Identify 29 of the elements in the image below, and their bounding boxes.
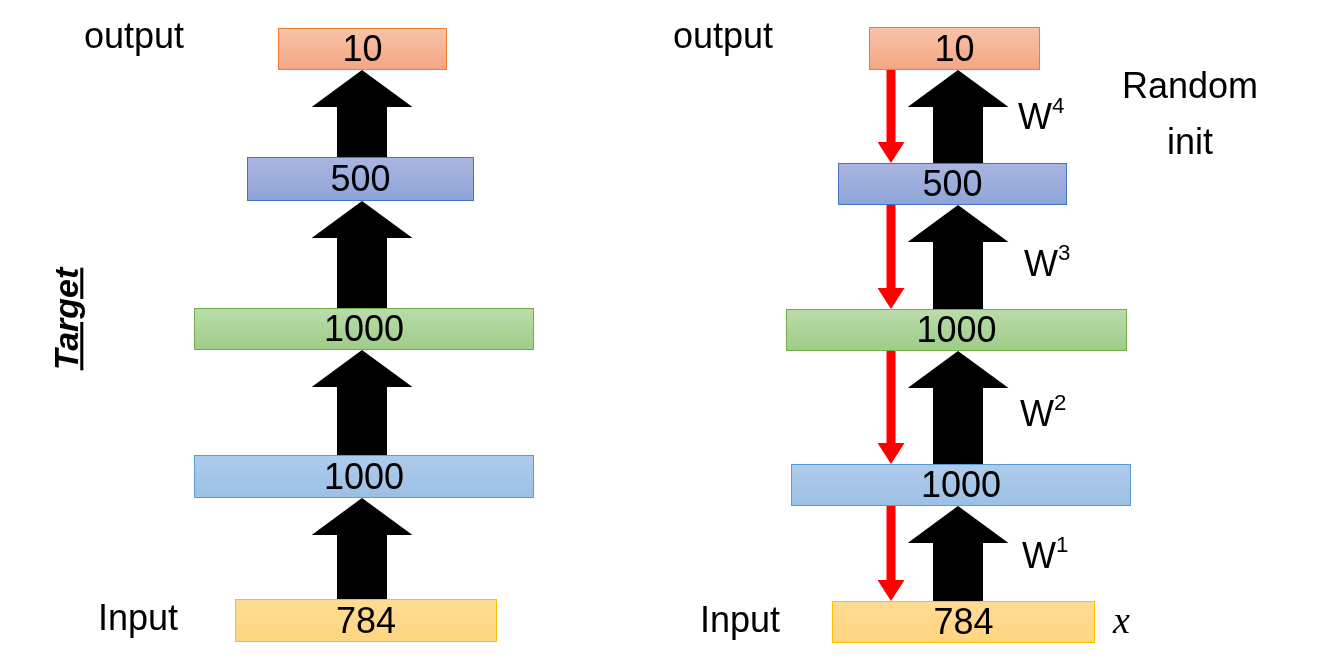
layer-box: 784	[832, 601, 1095, 643]
block-arrow	[907, 70, 1009, 163]
layer-box: 1000	[194, 308, 534, 350]
block-arrow	[311, 201, 413, 308]
layer-caption: Input	[98, 598, 179, 638]
layer-box: 500	[247, 157, 474, 201]
layer-box: 1000	[791, 464, 1131, 506]
layer-box: 10	[278, 28, 447, 70]
math-variable: x	[1113, 600, 1130, 642]
block-arrow	[311, 350, 413, 455]
block-arrow	[907, 351, 1009, 464]
layer-caption: output	[84, 16, 185, 56]
layer-box: 1000	[194, 455, 534, 498]
arrow	[877, 351, 905, 464]
arrow	[877, 506, 905, 601]
layer-caption: Input	[700, 600, 781, 640]
layer-caption: output	[673, 16, 774, 56]
layer-box: 500	[838, 163, 1067, 205]
layer-box: 10	[869, 27, 1040, 70]
layer-box: 1000	[786, 309, 1127, 351]
block-arrow	[311, 498, 413, 599]
arrow	[877, 70, 905, 163]
arrow	[877, 205, 905, 309]
layer-box: 784	[235, 599, 497, 642]
side-heading: Target	[48, 267, 86, 371]
note-text: Random init	[1120, 64, 1260, 164]
block-arrow	[907, 205, 1009, 309]
block-arrow	[311, 70, 413, 157]
block-arrow	[907, 506, 1009, 601]
